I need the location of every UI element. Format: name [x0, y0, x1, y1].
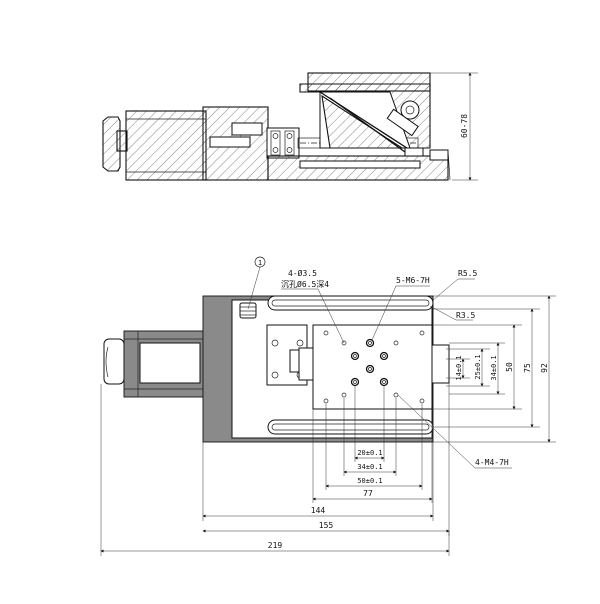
side-motor-body: [125, 110, 207, 181]
dim-14: 14±0.1: [455, 355, 463, 380]
dim-75: 75: [523, 363, 532, 373]
horizontal-dimensions: 20±0.1 34±0.1 50±0.1 77 144 155 219: [100, 383, 450, 556]
note-m4-threads: 4-M4-7H: [475, 458, 509, 467]
dim-92: 92: [540, 363, 549, 373]
side-bearing: [266, 127, 300, 159]
note-countersink-depth: 沉孔Ø6.5深4: [281, 279, 329, 289]
vertical-dimensions: 14±0.1 25±0.1 34±0.1 50 75 92: [432, 295, 556, 443]
side-knob: [102, 116, 121, 172]
adjust-knob-item1: [239, 302, 257, 319]
carriage-holes: [323, 330, 425, 404]
dim-50: 50: [505, 362, 514, 372]
dim-155: 155: [319, 521, 334, 530]
mounting-slot-bottom: [267, 419, 434, 435]
dim-77: 77: [363, 489, 373, 498]
top-knob: [103, 338, 125, 385]
dim-219: 219: [268, 541, 283, 550]
note-m6-threads: 5-M6-7H: [396, 276, 430, 285]
side-section-view: 60-78: [102, 72, 478, 181]
side-adjust-screw: [400, 100, 420, 120]
dim-34-h: 34±0.1: [357, 463, 382, 471]
top-plan-view: 1 4-Ø3.5 沉孔Ø6.5深4 5-M6-7H R5.5 R3.5 4-M4…: [100, 256, 556, 556]
dim-height: 60-78: [460, 114, 469, 138]
note-radius-outer: R5.5: [458, 269, 477, 278]
dim-20: 20±0.1: [357, 449, 382, 457]
note-countersink-holes: 4-Ø3.5: [288, 268, 317, 278]
dim-144: 144: [311, 506, 326, 515]
note-radius-inner: R3.5: [456, 311, 475, 320]
mounting-slot-top: [267, 295, 434, 311]
callout-1-label: 1: [258, 259, 262, 267]
dim-25: 25±0.1: [474, 354, 482, 379]
dim-34: 34±0.1: [490, 355, 498, 380]
dim-50-h: 50±0.1: [357, 477, 382, 485]
